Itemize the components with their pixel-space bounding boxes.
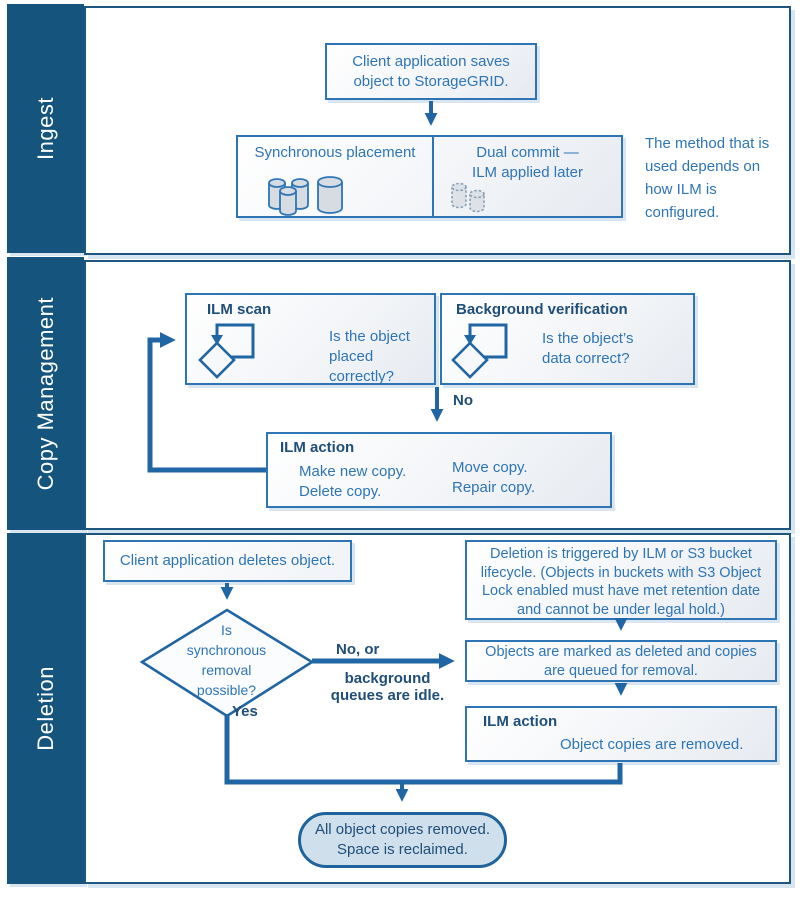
- no-or-label: No, or: [336, 641, 380, 658]
- verification-loop-icon: [451, 323, 508, 379]
- client-saves-text: Client application saves object to Stora…: [352, 53, 510, 90]
- placement-box: Synchronous placement Dual commit — ILM …: [236, 135, 623, 218]
- client-deletes-box: Client application deletes object.: [103, 540, 352, 582]
- no-label-copy: No: [453, 392, 473, 409]
- marked-deleted-text: Objects are marked as deleted and copies…: [485, 644, 757, 679]
- client-saves-box: Client application saves object to Stora…: [325, 43, 537, 100]
- ilm-scan-loop-icon: [198, 323, 255, 379]
- synchronous-placement-label: Synchronous placement: [254, 144, 416, 161]
- verification-question: Is the object’s data correct?: [542, 330, 634, 367]
- ilm-action-deletion-text: Object copies are removed.: [560, 736, 744, 753]
- end-terminator: All object copies removed. Space is recl…: [298, 812, 507, 868]
- ilm-scan-box: ILM scan Is the object placed correctly?: [185, 293, 436, 385]
- dual-commit-cylinders-icon: [451, 182, 485, 213]
- ilm-action-box-copy: ILM action Make new copy. Delete copy. M…: [266, 432, 612, 508]
- yes-label: Yes: [232, 703, 258, 720]
- end-terminator-text: All object copies removed. Space is recl…: [314, 821, 491, 858]
- ilm-scan-question: Is the object placed correctly?: [329, 328, 410, 385]
- ilm-action-deletion-title: ILM action: [483, 713, 558, 730]
- ingest-note: The method that is used depends on how I…: [645, 135, 770, 221]
- lane-copy-management: Copy Management: [7, 257, 84, 530]
- background-verification-box: Background verification Is the object’s …: [440, 293, 695, 385]
- storage-nodes-icon: [268, 176, 343, 216]
- ilm-action-copy-title: ILM action: [280, 439, 355, 456]
- lane-copy-management-label: Copy Management: [32, 296, 58, 491]
- client-deletes-text: Client application deletes object.: [119, 552, 336, 569]
- dual-commit-label: Dual commit — ILM applied later: [472, 144, 583, 181]
- decision-question: Is synchronous removal possible?: [186, 622, 267, 698]
- lane-deletion-label: Deletion: [32, 666, 58, 751]
- marked-deleted-box: Objects are marked as deleted and copies…: [465, 640, 777, 682]
- lane-deletion: Deletion: [7, 533, 84, 884]
- ilm-actions-col1: Make new copy. Delete copy.: [299, 463, 407, 500]
- ilm-action-box-deletion: ILM action Object copies are removed.: [465, 706, 777, 762]
- ilm-actions-col2: Move copy. Repair copy.: [452, 459, 536, 496]
- placement-divider: [432, 137, 434, 216]
- background-verification-title: Background verification: [456, 301, 628, 318]
- ilm-scan-title: ILM scan: [207, 301, 272, 318]
- deletion-trigger-text: Deletion is triggered by ILM or S3 bucke…: [480, 546, 762, 618]
- background-queues-label: background queues are idle.: [330, 670, 445, 704]
- lane-ingest-label: Ingest: [32, 97, 58, 160]
- lane-ingest: Ingest: [7, 4, 84, 253]
- deletion-trigger-box: Deletion is triggered by ILM or S3 bucke…: [465, 540, 777, 620]
